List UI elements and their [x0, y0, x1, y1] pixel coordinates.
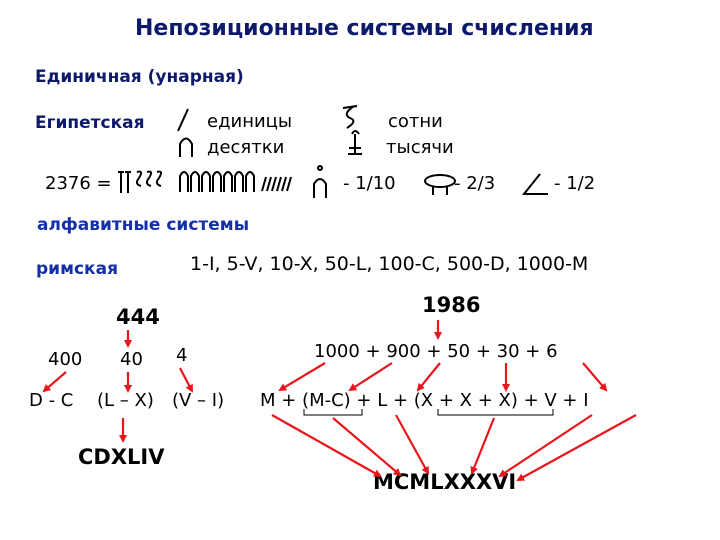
egyptian-2376-glyphs-icon [118, 170, 292, 193]
example-444-part-4: 4 [176, 345, 188, 366]
example-444-expr-dc: D - C [29, 390, 74, 411]
roman-values-list: 1-I, 5-V, 10-X, 50-L, 100-C, 500-D, 1000… [190, 253, 589, 275]
brackets-1986 [303, 409, 554, 416]
fraction-tenth-label: - 1/10 [343, 173, 396, 194]
egyptian-system-heading: Египетская [35, 113, 145, 133]
arrow-v-to-result [498, 414, 593, 478]
example-444-number: 444 [116, 305, 160, 329]
egyptian-hundreds-label: сотни [388, 111, 443, 132]
egyptian-thousands-label: тысячи [386, 137, 454, 158]
unit-stroke-icon [177, 108, 189, 132]
arrow-l-to-result [395, 414, 429, 475]
arrow-50-to-l [416, 362, 441, 392]
egyptian-tens-label: десятки [207, 137, 285, 158]
example-444-result: CDXLIV [78, 445, 165, 469]
arrow-6-to-vi [582, 362, 608, 392]
arrow-400-to-dc [42, 371, 67, 393]
example-444-part-40: 40 [120, 349, 143, 370]
lotus-flower-icon [348, 130, 362, 155]
example-1986-number: 1986 [422, 293, 481, 317]
fraction-half-icon [521, 173, 548, 195]
arrow-900-to-mc [348, 362, 393, 392]
heel-bone-icon [179, 137, 193, 157]
roman-system-heading: римская [36, 259, 118, 279]
fraction-two-thirds-label: - 2/3 [454, 173, 496, 194]
alphabetic-systems-heading: алфавитные системы [37, 215, 250, 235]
arrows-1986 [271, 320, 637, 481]
arrow-4-to-vi [179, 367, 193, 393]
example-444-part-400: 400 [48, 349, 83, 370]
example-1986-sum: 1000 + 900 + 50 + 30 + 6 [314, 341, 558, 362]
arrow-mc-to-result [332, 417, 402, 477]
egyptian-example-label: 2376 = [45, 173, 112, 194]
page-title: Непозиционные системы счисления [135, 16, 594, 41]
egyptian-units-label: единицы [207, 111, 293, 132]
arrow-m-to-result [271, 414, 382, 477]
fraction-half-label: - 1/2 [554, 173, 596, 194]
example-1986-expr: M + (M-C) + L + (X + X + X) + V + I [260, 390, 589, 411]
fraction-two-thirds-icon [424, 174, 456, 195]
arrow-i-to-result [516, 414, 637, 481]
arrow-xxx-to-result [470, 417, 496, 475]
coil-rope-icon [342, 105, 358, 129]
example-444-expr-vi: (V – I) [172, 390, 225, 411]
arrow-1000-to-m [278, 362, 326, 392]
fraction-mouth-icon [313, 165, 327, 198]
unary-system-heading: Единичная (унарная) [35, 67, 244, 87]
example-444-expr-lx: (L – X) [97, 390, 154, 411]
arrows-444 [42, 330, 193, 443]
